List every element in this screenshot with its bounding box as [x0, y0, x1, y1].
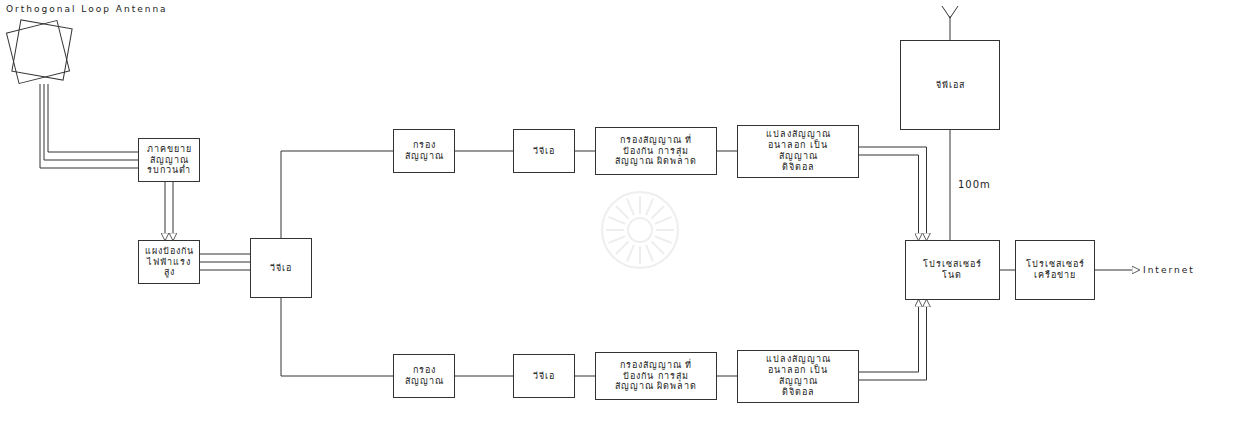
box-text-wrap: กรองสัญญาณ ที่ป้องกัน การสุ่มสัญญาณ ผิดพ… [614, 360, 698, 392]
box-label: แปลงสัญญาณ อนาลอก เป็นสัญญาณ ดิจิตอล [762, 129, 834, 172]
box-label: แปลงสัญญาณ อนาลอก เป็นสัญญาณ ดิจิตอล [762, 354, 834, 397]
process-box: โปรเซสเซอร์ โนด [905, 240, 1000, 300]
process-box: ภาคขยาย สัญญาณ รบกวนต่ำ [138, 138, 200, 182]
connector-line [455, 151, 513, 152]
connector [717, 151, 737, 152]
box-label: โปรเซสเซอร์ เครือข่าย [1023, 259, 1087, 281]
antenna-feed [40, 84, 138, 168]
connector-line [200, 254, 250, 255]
connector-line [859, 300, 919, 372]
output-arrow [1095, 270, 1139, 271]
process-box: กรอง สัญญาณ [393, 354, 455, 398]
connector-line [717, 376, 737, 377]
connector-line [281, 151, 393, 238]
connector [200, 254, 250, 270]
box-text-wrap: กรองสัญญาณ ที่ป้องกัน การสุ่มสัญญาณ ผิดพ… [614, 135, 698, 167]
connector-line [200, 262, 250, 263]
process-box: กรอง สัญญาณ [393, 129, 455, 173]
box-label: แผงป้องกัน ไฟฟ้าแรงสูง [143, 246, 195, 278]
watermark-emblem [602, 192, 678, 268]
box-label: จีพีเอส [910, 80, 990, 91]
connector [950, 130, 951, 240]
process-box: แผงป้องกัน ไฟฟ้าแรงสูง [138, 240, 200, 284]
process-box: วีจีเอ [250, 238, 312, 298]
box-label: ภาคขยาย สัญญาณ รบกวนต่ำ [143, 144, 195, 176]
box-text-wrap: กรอง สัญญาณ [404, 365, 444, 387]
process-box: แปลงสัญญาณ อนาลอก เป็นสัญญาณ ดิจิตอล [737, 125, 859, 178]
box-text-wrap: ภาคขยาย สัญญาณ รบกวนต่ำ [143, 144, 195, 176]
box-text-wrap: โปรเซสเซอร์ โนด [916, 259, 988, 281]
antenna-label: Orthogonal Loop Antenna [6, 4, 168, 14]
connector-line [173, 182, 174, 240]
connector [281, 298, 393, 376]
box-text-wrap: วีจีเอ [518, 371, 570, 382]
connector-line [200, 270, 250, 271]
box-label: กรองสัญญาณ ที่ป้องกัน การสุ่มสัญญาณ ผิดพ… [614, 360, 698, 392]
process-box: แปลงสัญญาณ อนาลอก เป็นสัญญาณ ดิจิตอล [737, 350, 859, 403]
box-label: โปรเซสเซอร์ โนด [916, 259, 988, 281]
loop-antenna [6, 20, 72, 84]
output-label: Internet [1143, 265, 1195, 275]
connector [281, 151, 393, 238]
antenna-feed [44, 84, 138, 160]
connector-line [859, 155, 919, 240]
connector [455, 151, 513, 152]
box-label: วีจีเอ [518, 146, 570, 157]
box-label: กรอง สัญญาณ [404, 365, 444, 387]
process-box: จีพีเอส [900, 40, 1000, 130]
connector [165, 182, 173, 240]
connector-line [575, 376, 595, 377]
box-text-wrap: แปลงสัญญาณ อนาลอก เป็นสัญญาณ ดิจิตอล [762, 354, 834, 397]
connector-line [575, 151, 595, 152]
connector-line [859, 300, 927, 380]
connector [455, 376, 513, 377]
box-label: กรองสัญญาณ ที่ป้องกัน การสุ่มสัญญาณ ผิดพ… [614, 135, 698, 167]
box-text-wrap: โปรเซสเซอร์ เครือข่าย [1023, 259, 1087, 281]
box-label: วีจีเอ [518, 371, 570, 382]
connector-line [455, 376, 513, 377]
connector-line [950, 130, 951, 240]
box-text-wrap: วีจีเอ [255, 263, 307, 274]
connector [575, 151, 595, 152]
box-label: วีจีเอ [255, 263, 307, 274]
edge-label: 100m [956, 179, 993, 190]
connector-line [717, 151, 737, 152]
connector [859, 300, 927, 380]
connector [717, 376, 737, 377]
connector [575, 376, 595, 377]
connector-line [1000, 270, 1016, 271]
connector [1000, 270, 1016, 271]
antenna-feed [48, 84, 138, 152]
connector-line [859, 147, 927, 240]
process-box: กรองสัญญาณ ที่ป้องกัน การสุ่มสัญญาณ ผิดพ… [595, 127, 717, 175]
connector-line [165, 182, 166, 240]
process-box: วีจีเอ [513, 354, 575, 398]
process-box: วีจีเอ [513, 129, 575, 173]
process-box: กรองสัญญาณ ที่ป้องกัน การสุ่มสัญญาณ ผิดพ… [595, 352, 717, 400]
gps-antenna-symbol [942, 6, 958, 40]
box-label: กรอง สัญญาณ [404, 140, 444, 162]
box-text-wrap: กรอง สัญญาณ [404, 140, 444, 162]
box-text-wrap: แผงป้องกัน ไฟฟ้าแรงสูง [143, 246, 195, 278]
connector [859, 147, 927, 240]
box-text-wrap: จีพีเอส [910, 80, 990, 91]
box-text-wrap: วีจีเอ [518, 146, 570, 157]
connector-line [281, 298, 393, 376]
box-text-wrap: แปลงสัญญาณ อนาลอก เป็นสัญญาณ ดิจิตอล [762, 129, 834, 172]
process-box: โปรเซสเซอร์ เครือข่าย [1015, 240, 1095, 300]
